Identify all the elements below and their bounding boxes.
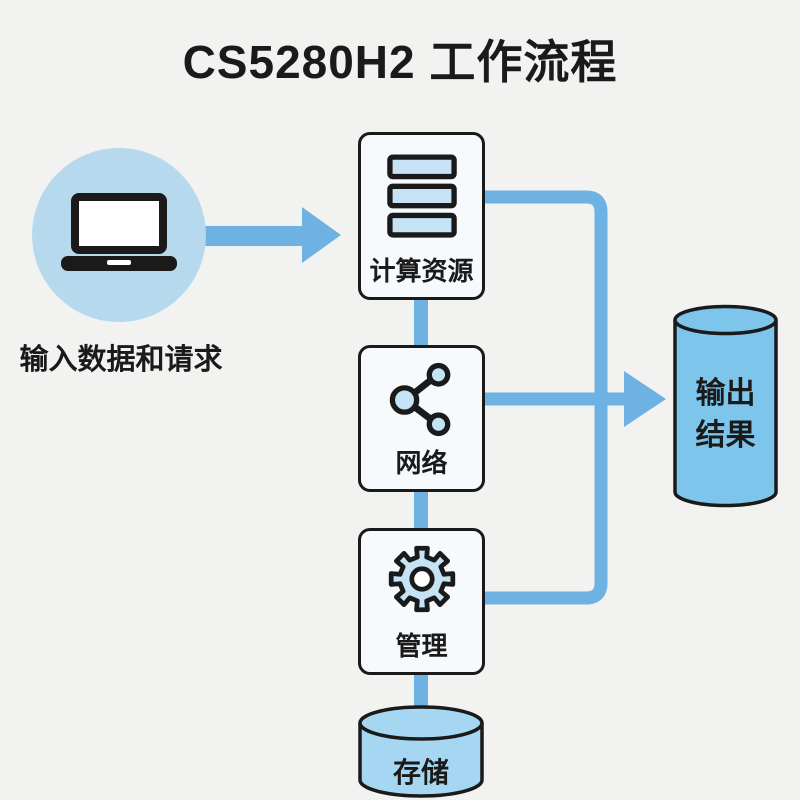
server-icon bbox=[386, 154, 457, 238]
gear-icon bbox=[388, 545, 455, 613]
output-cylinder-icon bbox=[673, 304, 778, 508]
input-label: 输入数据和请求 bbox=[19, 344, 223, 376]
input-arrow bbox=[202, 207, 341, 263]
node-management-label: 管理 bbox=[395, 631, 448, 661]
node-network-label: 网络 bbox=[395, 448, 448, 478]
node-network: 网络 bbox=[358, 345, 485, 492]
storage-node: 存储 bbox=[356, 703, 486, 800]
connector-network-management bbox=[414, 488, 428, 533]
storage-label: 存储 bbox=[392, 757, 449, 788]
page-title: CS5280H2 工作流程 bbox=[182, 36, 618, 88]
output-node: 输出 结果 bbox=[671, 303, 780, 509]
output-label-line2: 结果 bbox=[695, 419, 756, 452]
input-node bbox=[32, 148, 206, 322]
connector-compute-network bbox=[414, 296, 428, 349]
output-arrowhead bbox=[624, 371, 666, 427]
node-management: 管理 bbox=[358, 528, 485, 675]
output-label: 输出 结果 bbox=[671, 373, 780, 457]
storage-cylinder-icon bbox=[358, 705, 484, 798]
laptop-icon bbox=[61, 193, 177, 271]
node-compute-label: 计算资源 bbox=[369, 256, 474, 286]
node-compute: 计算资源 bbox=[358, 132, 485, 300]
output-label-line1: 输出 bbox=[695, 377, 756, 410]
share-network-icon bbox=[389, 362, 450, 437]
connector-management-storage bbox=[414, 671, 428, 709]
